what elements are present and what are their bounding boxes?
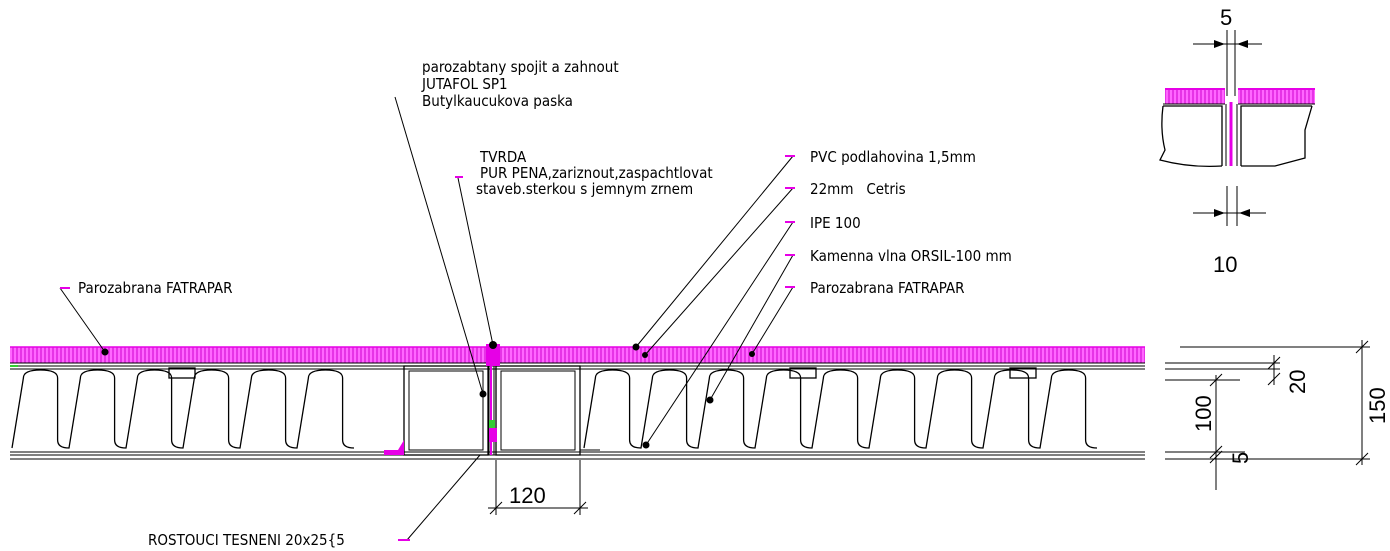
ipe-profile-left xyxy=(403,365,489,456)
dim-gap-5: 5 xyxy=(1220,5,1232,30)
label-vapor-joint-1: parozabtany spojit a zahnout xyxy=(422,58,619,76)
dim-gap-10: 10 xyxy=(1213,252,1237,277)
dim-20: 20 xyxy=(1285,370,1310,394)
label-foam-2: PUR PENA,zariznout,zaspachtlovat xyxy=(480,164,713,182)
batten-right xyxy=(1009,367,1037,379)
ipe-profile-right xyxy=(495,365,581,456)
label-vapor-joint-2: JUTAFOL SP1 xyxy=(421,75,508,93)
batten-left xyxy=(168,367,196,379)
dim-150: 150 xyxy=(1365,387,1390,424)
joint-detail-inset: 5 10 xyxy=(1159,5,1315,277)
mineral-wool-left xyxy=(11,369,355,449)
joint-membrane xyxy=(486,344,500,366)
leader-lines xyxy=(59,96,795,541)
label-foam-1: TVRDA xyxy=(479,148,527,166)
ipe-profile-left-inner xyxy=(408,370,484,451)
label-pvc: PVC podlahovina 1,5mm xyxy=(810,148,976,166)
label-vapor-joint-3: Butylkaucukova paska xyxy=(422,92,573,110)
label-foam-3: staveb.sterkou s jemnym zrnem xyxy=(476,180,693,198)
mineral-wool-right xyxy=(583,369,1098,449)
label-vapor-left: Parozabrana FATRAPAR xyxy=(78,279,233,297)
label-wool: Kamenna vlna ORSIL-100 mm xyxy=(810,247,1012,265)
ipe-profile-right-inner xyxy=(500,370,576,451)
dim-100: 100 xyxy=(1191,395,1216,432)
dim-120: 120 xyxy=(509,483,546,508)
batten-mid xyxy=(789,367,817,379)
label-ipe: IPE 100 xyxy=(810,214,861,232)
dimension-120: 120 xyxy=(488,460,588,515)
annotation-labels: parozabtany spojit a zahnout JUTAFOL SP1… xyxy=(78,58,1012,549)
pvc-cetris-layer xyxy=(10,347,1145,363)
label-seal: ROSTOUCI TESNENI 20x25{5 xyxy=(148,531,345,549)
dim-5: 5 xyxy=(1228,452,1253,464)
floor-section xyxy=(10,344,1145,460)
dimension-stack-right: 20 100 5 150 xyxy=(1165,340,1390,490)
label-cetris: 22mm Cetris xyxy=(810,180,906,198)
label-vapor-right: Parozabrana FATRAPAR xyxy=(810,279,965,297)
